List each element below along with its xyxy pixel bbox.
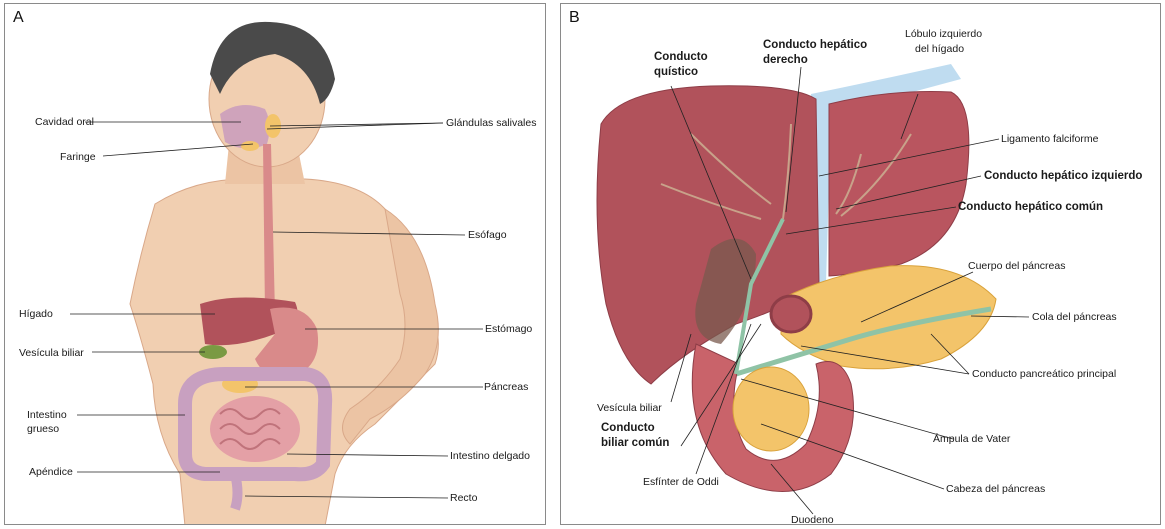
salivary-gland-shape-2 <box>241 141 259 151</box>
label-lobulo-izquierdo-1: Lóbulo izquierdo <box>905 28 982 40</box>
label-cavidad-oral: Cavidad oral <box>35 116 94 128</box>
label-vesicula-biliar: Vesícula biliar <box>19 347 84 359</box>
label-conducto-biliar-comun-1: Conducto <box>601 422 655 434</box>
vessel-cross-section <box>771 296 811 332</box>
label-ampula-vater: Ámpula de Vater <box>933 432 1011 445</box>
label-cabeza-pancreas: Cabeza del páncreas <box>946 483 1045 495</box>
label-intestino-grueso-1: Intestino <box>27 409 67 421</box>
label-recto: Recto <box>450 492 478 504</box>
label-conducto-hepatico-derecho-2: derecho <box>763 54 808 66</box>
label-conducto-quistico-2: quístico <box>654 66 698 78</box>
label-conducto-biliar-comun-2: biliar común <box>601 437 669 449</box>
liver-pancreas-illustration: Conducto quístico Conducto hepático dere… <box>561 4 1161 525</box>
label-higado: Hígado <box>19 308 53 320</box>
small-intestine-shape <box>210 396 300 462</box>
label-esfinter-oddi: Esfínter de Oddi <box>643 476 719 488</box>
label-conducto-pancreatico-principal: Conducto pancreático principal <box>972 368 1116 380</box>
label-cola-pancreas: Cola del páncreas <box>1032 311 1117 323</box>
label-conducto-hepatico-derecho-1: Conducto hepático <box>763 39 867 51</box>
panel-a-digestive-system: A <box>4 3 546 525</box>
label-conducto-quistico-1: Conducto <box>654 51 708 63</box>
label-intestino-delgado: Intestino delgado <box>450 450 530 462</box>
digestive-system-illustration: Cavidad oral Faringe Glándulas salivales… <box>5 4 546 525</box>
label-estomago: Estómago <box>485 323 532 335</box>
label-ligamento-falciforme: Ligamento falciforme <box>1001 133 1099 145</box>
label-esofago: Esófago <box>468 229 507 241</box>
label-conducto-hepatico-comun: Conducto hepático común <box>958 201 1103 213</box>
label-conducto-hepatico-izquierdo: Conducto hepático izquierdo <box>984 170 1142 182</box>
panel-b-liver-pancreas: B <box>560 3 1161 525</box>
label-pancreas: Páncreas <box>484 381 528 393</box>
label-intestino-grueso-2: grueso <box>27 423 59 435</box>
rectum-shape <box>235 474 238 509</box>
label-cuerpo-pancreas: Cuerpo del páncreas <box>968 260 1065 272</box>
label-vesicula-biliar-b: Vesícula biliar <box>597 402 662 414</box>
label-duodeno: Duodeno <box>791 514 834 525</box>
label-apendice: Apéndice <box>29 466 73 478</box>
label-faringe: Faringe <box>60 151 96 163</box>
label-lobulo-izquierdo-2: del hígado <box>915 43 964 55</box>
label-glandulas-salivales: Glándulas salivales <box>446 117 536 129</box>
